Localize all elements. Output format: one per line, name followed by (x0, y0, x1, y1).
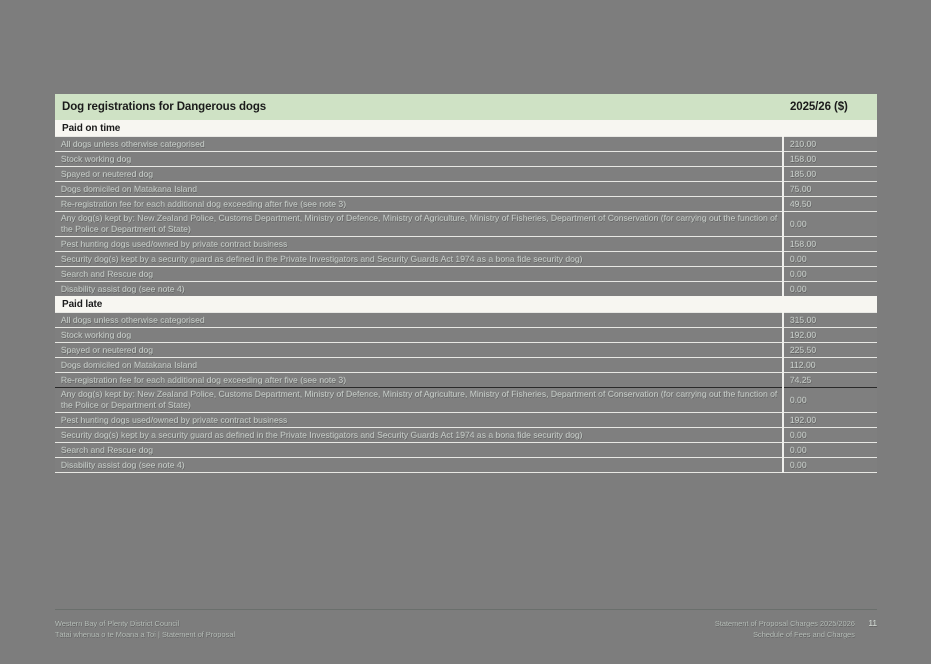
fee-description: Search and Rescue dog (55, 442, 783, 458)
fee-value: 0.00 (782, 281, 877, 296)
table-row: Spayed or neutered dog 225.50 (55, 342, 877, 358)
footer-right-text: Statement of Proposal Charges 2025/2026 … (715, 619, 855, 640)
table-row: Any dog(s) kept by: New Zealand Police, … (55, 387, 877, 413)
section-value-spacer (782, 296, 877, 313)
fee-description: Dogs domiciled on Matakana Island (55, 357, 783, 373)
fee-value: 315.00 (782, 312, 877, 328)
section-label: Paid on time (55, 120, 783, 137)
fee-description: Security dog(s) kept by a security guard… (55, 427, 783, 443)
fee-description: Stock working dog (55, 151, 783, 167)
section-value-spacer (782, 120, 877, 137)
fee-value: 0.00 (782, 251, 877, 267)
fee-description: Security dog(s) kept by a security guard… (55, 251, 783, 267)
fee-value: 192.00 (782, 327, 877, 343)
table-row: Search and Rescue dog 0.00 (55, 266, 877, 282)
fees-table-body: Dog registrations for Dangerous dogs 202… (55, 94, 877, 473)
footer-council-subtitle: Tātai whenua o te Moana a Toi | Statemen… (55, 629, 236, 639)
table-row: Pest hunting dogs used/owned by private … (55, 236, 877, 252)
footer-left-text: Western Bay of Plenty District Council T… (55, 619, 235, 640)
table-row: Stock working dog 192.00 (55, 327, 877, 343)
fee-description: Any dog(s) kept by: New Zealand Police, … (55, 211, 783, 237)
fee-value: 185.00 (782, 166, 877, 182)
fee-value: 210.00 (782, 136, 877, 152)
table-header-row: Dog registrations for Dangerous dogs 202… (55, 94, 877, 120)
fee-description: Re-registration fee for each additional … (55, 196, 783, 212)
table-row: Stock working dog 158.00 (55, 151, 877, 167)
table-row: Disability assist dog (see note 4) 0.00 (55, 281, 877, 296)
fee-description: Spayed or neutered dog (55, 166, 783, 182)
fee-value: 49.50 (782, 196, 877, 212)
fee-description: Stock working dog (55, 327, 783, 343)
fee-value: 0.00 (782, 457, 877, 473)
section-label: Paid late (55, 296, 783, 313)
table-row: Spayed or neutered dog 185.00 (55, 166, 877, 182)
table-row: All dogs unless otherwise categorised 31… (55, 312, 877, 328)
table-title: Dog registrations for Dangerous dogs (55, 94, 783, 120)
fee-value: 158.00 (782, 151, 877, 167)
table-row: Security dog(s) kept by a security guard… (55, 427, 877, 443)
table-row: Re-registration fee for each additional … (55, 372, 877, 388)
fee-value: 158.00 (782, 236, 877, 252)
footer-council-name: Western Bay of Plenty District Council (55, 619, 180, 628)
table-row: Search and Rescue dog 0.00 (55, 442, 877, 458)
table-row: Dogs domiciled on Matakana Island 112.00 (55, 357, 877, 373)
fee-value: 0.00 (782, 427, 877, 443)
fee-description: Disability assist dog (see note 4) (55, 281, 783, 296)
fee-description: Re-registration fee for each additional … (55, 372, 783, 388)
value-column-header: 2025/26 ($) (782, 94, 877, 120)
fee-description: Any dog(s) kept by: New Zealand Police, … (55, 387, 783, 413)
fee-value: 0.00 (782, 266, 877, 282)
fee-description: Dogs domiciled on Matakana Island (55, 181, 783, 197)
fee-value: 0.00 (782, 387, 877, 413)
fee-description: All dogs unless otherwise categorised (55, 136, 783, 152)
table-row: Dogs domiciled on Matakana Island 75.00 (55, 181, 877, 197)
section-header-paid-late: Paid late (55, 296, 877, 313)
fee-value: 0.00 (782, 442, 877, 458)
page-footer: Western Bay of Plenty District Council T… (55, 609, 877, 650)
fee-value: 112.00 (782, 357, 877, 373)
section-header-paid-on-time: Paid on time (55, 120, 877, 137)
table-row: All dogs unless otherwise categorised 21… (55, 136, 877, 152)
fee-value: 0.00 (782, 211, 877, 237)
page-number: 11 (868, 619, 877, 628)
fee-value: 75.00 (782, 181, 877, 197)
fee-value: 225.50 (782, 342, 877, 358)
table-row: Re-registration fee for each additional … (55, 196, 877, 212)
footer-doc-title: Statement of Proposal Charges 2025/2026 (714, 619, 855, 628)
footer-doc-subtitle: Schedule of Fees and Charges (753, 629, 855, 639)
fee-description: Pest hunting dogs used/owned by private … (55, 236, 783, 252)
fee-description: Spayed or neutered dog (55, 342, 783, 358)
table-row: Any dog(s) kept by: New Zealand Police, … (55, 211, 877, 237)
table-row: Disability assist dog (see note 4) 0.00 (55, 457, 877, 473)
fee-description: Search and Rescue dog (55, 266, 783, 282)
table-row: Pest hunting dogs used/owned by private … (55, 412, 877, 428)
fees-table: Dog registrations for Dangerous dogs 202… (55, 94, 877, 473)
fee-description: Pest hunting dogs used/owned by private … (55, 412, 783, 428)
fee-description: Disability assist dog (see note 4) (55, 457, 783, 473)
fee-description: All dogs unless otherwise categorised (55, 312, 783, 328)
fee-value: 192.00 (782, 412, 877, 428)
fee-value: 74.25 (782, 372, 877, 388)
table-row: Security dog(s) kept by a security guard… (55, 251, 877, 267)
